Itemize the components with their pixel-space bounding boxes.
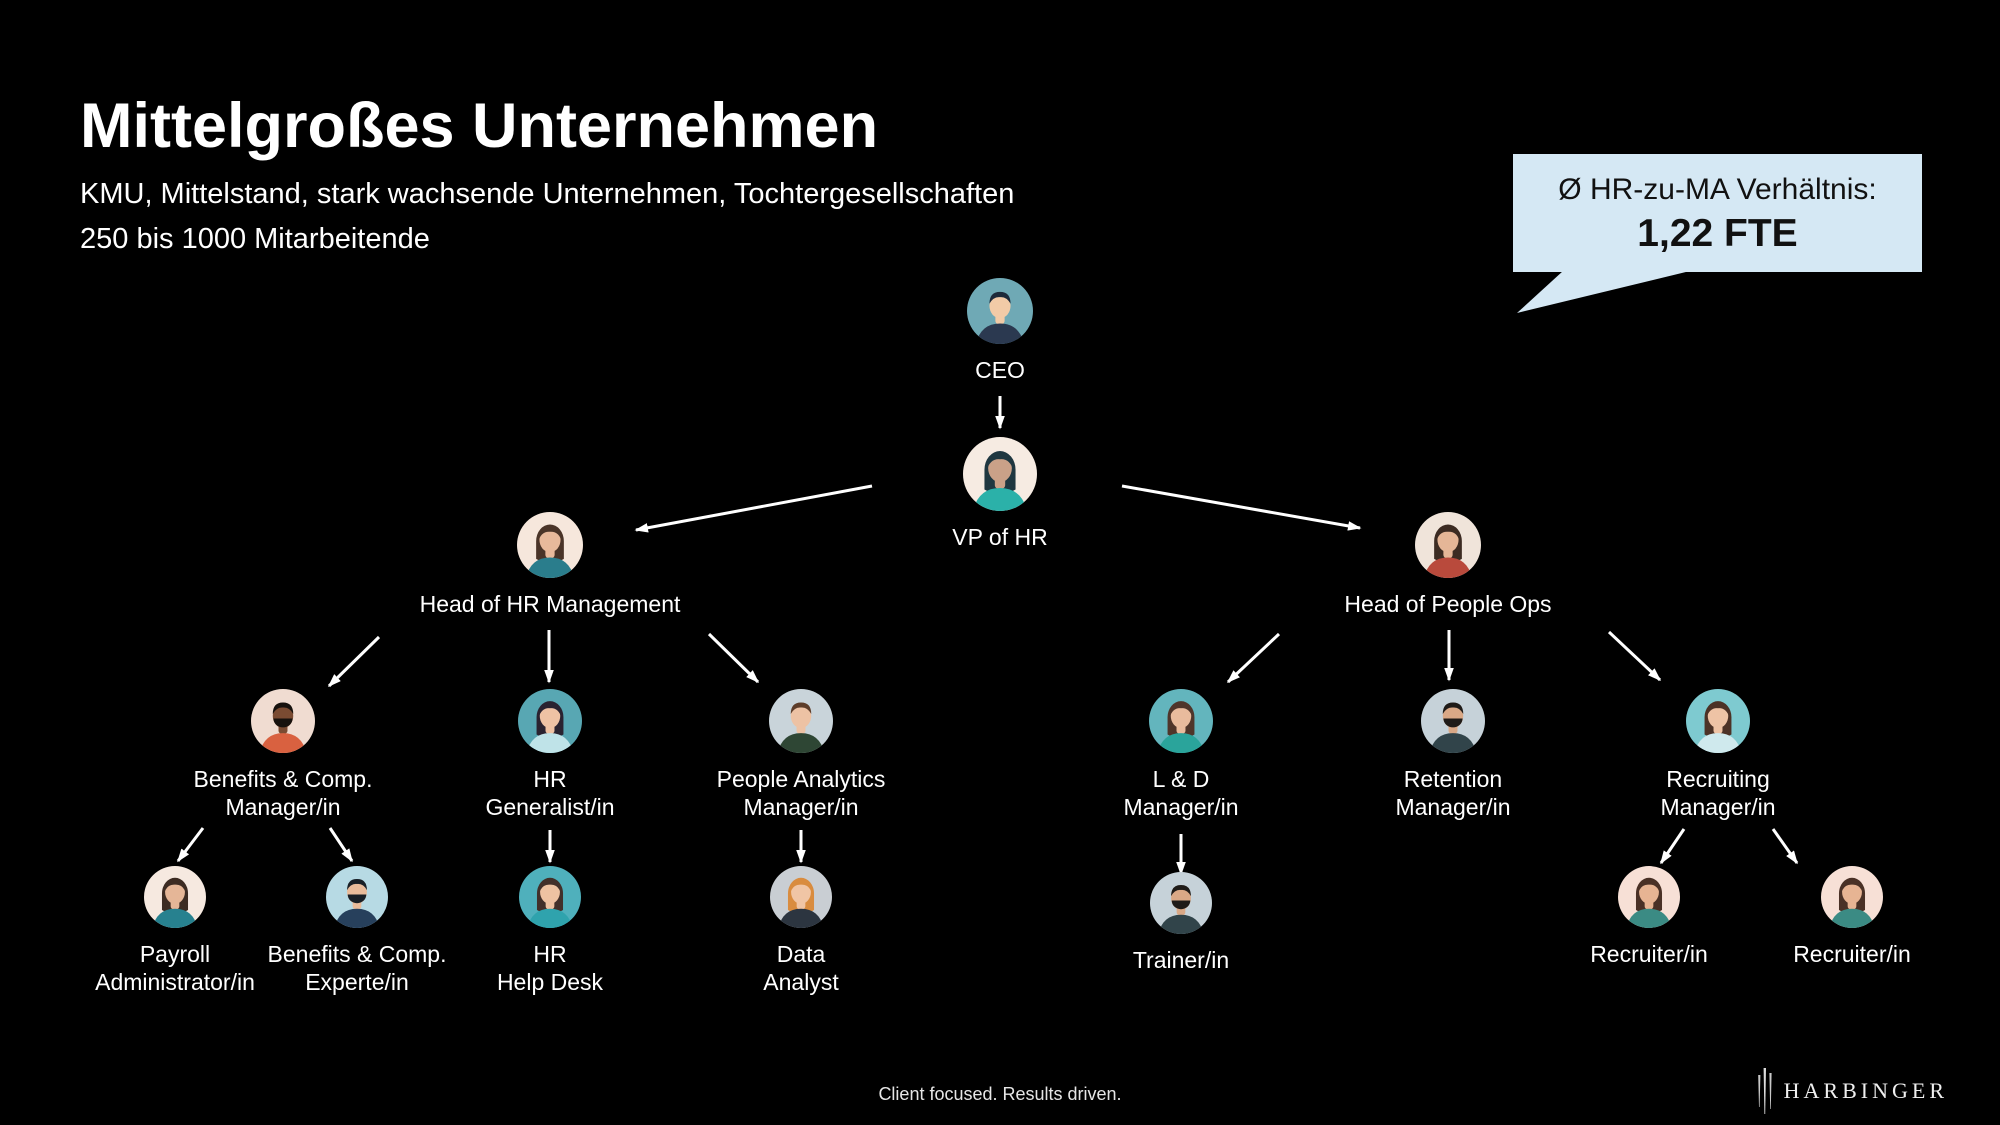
arrow-head_people_ops-ld_mgr bbox=[1226, 632, 1281, 684]
hr-ratio-callout-box bbox=[1513, 154, 1922, 272]
page-title: Mittelgroßes Unternehmen bbox=[80, 91, 879, 162]
avatar-recruiting_mgr bbox=[1686, 689, 1750, 753]
arrow-vp_hr-head_people_ops bbox=[1121, 484, 1362, 531]
page-subtitle: KMU, Mittelstand, stark wachsende Untern… bbox=[80, 172, 1014, 262]
hr-ratio-label: Ø HR-zu-MA Verhältnis: bbox=[1558, 173, 1877, 206]
avatar-hr_generalist bbox=[518, 689, 582, 753]
arrow-head_hr_mgmt-people_analytics_mgr bbox=[707, 632, 760, 684]
org-node-trainer: Trainer/in bbox=[1041, 872, 1321, 974]
org-node-recruiter_1: Recruiter/in bbox=[1509, 866, 1789, 968]
arrow-recruiting_mgr-recruiter_1 bbox=[1659, 828, 1686, 865]
avatar-recruiter_2 bbox=[1821, 866, 1883, 928]
avatar-benefits_comp_mgr bbox=[251, 689, 315, 753]
avatar-hr_help_desk bbox=[519, 866, 581, 928]
avatar-head_hr_mgmt bbox=[517, 512, 583, 578]
avatar-vp_hr bbox=[963, 437, 1037, 511]
org-node-benefits_comp_experte: Benefits & Comp.Experte/in bbox=[217, 866, 497, 996]
company-logo: HARBINGER bbox=[1756, 1066, 1948, 1116]
callout-tail-icon bbox=[1517, 271, 1690, 313]
org-node-label: Head of People Ops bbox=[1344, 591, 1552, 617]
org-node-ceo: CEO bbox=[860, 278, 1140, 384]
avatar-ld_mgr bbox=[1149, 689, 1213, 753]
org-node-label: Benefits & Comp.Experte/in bbox=[267, 941, 447, 995]
org-node-label: Head of HR Management bbox=[419, 591, 681, 617]
org-node-recruiter_2: Recruiter/in bbox=[1712, 866, 1992, 968]
org-node-label: CEO bbox=[975, 357, 1025, 383]
org-node-head_people_ops: Head of People Ops bbox=[1308, 512, 1588, 618]
org-node-head_hr_mgmt: Head of HR Management bbox=[410, 512, 690, 618]
org-node-label: Recruiter/in bbox=[1793, 941, 1911, 967]
avatar-trainer bbox=[1150, 872, 1212, 934]
footer-tagline: Client focused. Results driven. bbox=[878, 1084, 1122, 1104]
hr-ratio-callout: Ø HR-zu-MA Verhältnis: 1,22 FTE bbox=[1513, 154, 1922, 313]
avatar-data_analyst bbox=[770, 866, 832, 928]
avatar-retention_mgr bbox=[1421, 689, 1485, 753]
arrow-benefits_comp_mgr-benefits_comp_experte bbox=[328, 827, 354, 863]
org-node-label: VP of HR bbox=[952, 524, 1048, 550]
org-node-label: Trainer/in bbox=[1132, 947, 1230, 973]
arrow-benefits_comp_mgr-payroll_admin bbox=[176, 827, 205, 863]
org-node-label: Benefits & Comp.Manager/in bbox=[193, 766, 373, 820]
org-node-benefits_comp_mgr: Benefits & Comp.Manager/in bbox=[143, 689, 423, 821]
arrow-head_hr_mgmt-benefits_comp_mgr bbox=[327, 635, 381, 688]
arrow-head_people_ops-recruiting_mgr bbox=[1607, 630, 1662, 682]
arrow-recruiting_mgr-recruiter_2 bbox=[1771, 828, 1799, 865]
subtitle-line-2: 250 bis 1000 Mitarbeitende bbox=[80, 223, 430, 255]
avatar-ceo bbox=[967, 278, 1033, 344]
org-node-vp_hr: VP of HR bbox=[860, 437, 1140, 551]
avatar-benefits_comp_experte bbox=[326, 866, 388, 928]
org-node-label: Recruiter/in bbox=[1590, 941, 1708, 967]
logo-text: HARBINGER bbox=[1783, 1078, 1948, 1103]
avatar-people_analytics_mgr bbox=[769, 689, 833, 753]
hr-ratio-value: 1,22 FTE bbox=[1637, 212, 1798, 255]
avatar-payroll_admin bbox=[144, 866, 206, 928]
subtitle-line-1: KMU, Mittelstand, stark wachsende Untern… bbox=[80, 178, 1015, 210]
harbinger-flame-icon bbox=[1757, 1068, 1772, 1114]
avatar-head_people_ops bbox=[1415, 512, 1481, 578]
avatar-recruiter_1 bbox=[1618, 866, 1680, 928]
arrow-vp_hr-head_hr_mgmt bbox=[634, 484, 873, 533]
